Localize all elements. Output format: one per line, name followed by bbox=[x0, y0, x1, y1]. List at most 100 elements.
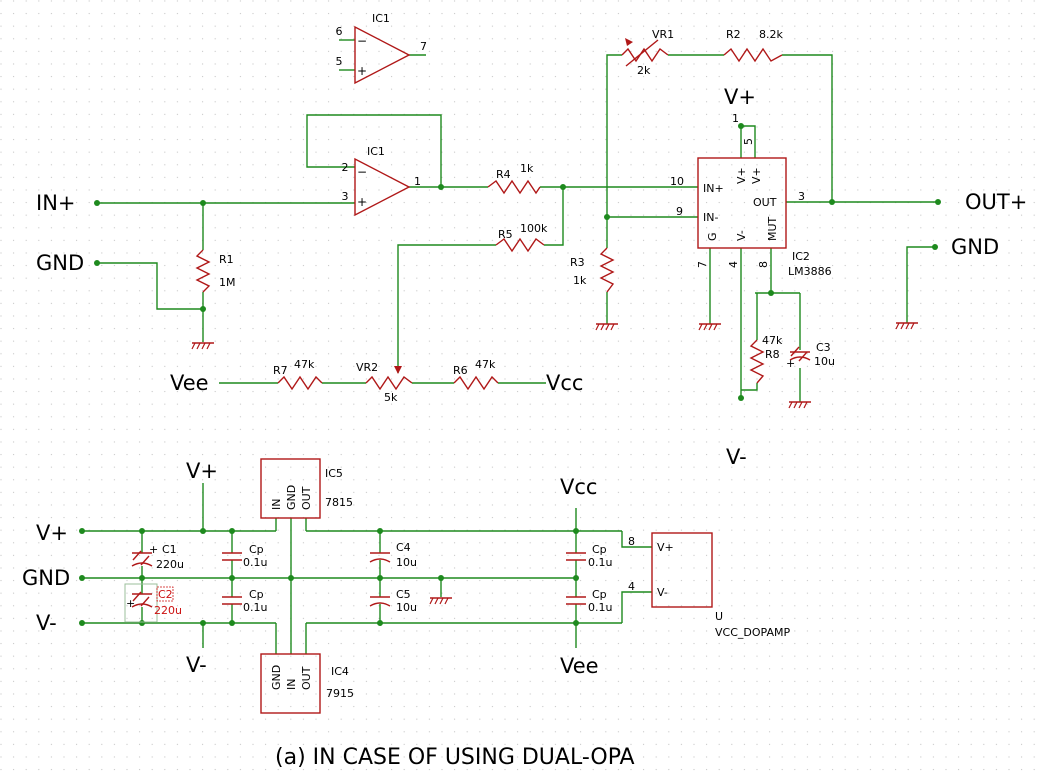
svg-text:V+: V+ bbox=[735, 167, 748, 184]
svg-text:Cp: Cp bbox=[249, 543, 264, 556]
net-ps-gnd-rail: GND bbox=[22, 566, 70, 590]
svg-text:−: − bbox=[357, 165, 367, 179]
capacitor-c5: C5 10u bbox=[369, 588, 417, 614]
svg-text:MUT: MUT bbox=[766, 216, 779, 241]
potentiometer-vr2: VR2 5k bbox=[356, 361, 413, 404]
capacitor-c3: + C3 10u bbox=[786, 341, 835, 370]
svg-text:R1: R1 bbox=[219, 253, 234, 266]
svg-text:8.2k: 8.2k bbox=[759, 28, 783, 41]
capacitor-cp1: Cp 0.1u bbox=[222, 543, 267, 569]
svg-text:VR1: VR1 bbox=[652, 28, 674, 41]
svg-text:47k: 47k bbox=[475, 358, 496, 371]
svg-text:0.1u: 0.1u bbox=[243, 601, 267, 614]
resistor-r3: R3 1k bbox=[570, 247, 615, 293]
net-labels-top: IN+ GND OUT+ GND Vee Vcc V+ V- bbox=[36, 85, 1027, 469]
svg-text:Cp: Cp bbox=[592, 543, 607, 556]
svg-text:C4: C4 bbox=[396, 541, 411, 554]
svg-text:GND: GND bbox=[270, 665, 283, 690]
resistor-r6: R6 47k bbox=[453, 358, 499, 391]
svg-text:VR2: VR2 bbox=[356, 361, 378, 374]
svg-text:IC4: IC4 bbox=[331, 665, 349, 678]
svg-text:C1: C1 bbox=[162, 543, 177, 556]
svg-text:10u: 10u bbox=[396, 601, 417, 614]
svg-text:4: 4 bbox=[727, 261, 740, 268]
svg-text:OUT: OUT bbox=[300, 486, 313, 510]
svg-text:47k: 47k bbox=[294, 358, 315, 371]
svg-text:0.1u: 0.1u bbox=[588, 556, 612, 569]
svg-text:U: U bbox=[715, 610, 723, 623]
wires-top bbox=[97, 54, 938, 402]
ic2-lm3886: 10 9 3 1 5 7 4 8 IN+ IN- OUT V+ V+ G V- … bbox=[670, 112, 832, 278]
svg-text:GND: GND bbox=[285, 485, 298, 510]
svg-text:8: 8 bbox=[628, 535, 635, 548]
svg-text:+: + bbox=[357, 195, 367, 209]
svg-text:IN-: IN- bbox=[703, 211, 718, 224]
ic1a-pin-6: 6 bbox=[336, 25, 343, 38]
net-out-plus: OUT+ bbox=[965, 190, 1027, 214]
resistor-r8: 47k R8 bbox=[749, 334, 783, 384]
net-vcc: Vcc bbox=[546, 371, 583, 395]
svg-text:Cp: Cp bbox=[249, 588, 264, 601]
svg-text:R3: R3 bbox=[570, 256, 585, 269]
capacitor-c2: + C2 220u bbox=[124, 583, 182, 623]
svg-text:V-: V- bbox=[657, 586, 668, 599]
svg-text:R2: R2 bbox=[726, 28, 741, 41]
net-gnd-in: GND bbox=[36, 251, 84, 275]
svg-text:IC2: IC2 bbox=[792, 250, 810, 263]
wires-power bbox=[82, 483, 652, 654]
net-vplus-top: V+ bbox=[724, 85, 756, 109]
net-ps-vee: Vee bbox=[560, 654, 599, 678]
svg-text:R4: R4 bbox=[496, 168, 511, 181]
net-in-plus: IN+ bbox=[36, 191, 76, 215]
svg-text:LM3886: LM3886 bbox=[788, 265, 832, 278]
resistor-r2: R2 8.2k bbox=[723, 28, 783, 63]
svg-text:+: + bbox=[126, 597, 135, 610]
svg-text:3: 3 bbox=[798, 190, 805, 203]
net-ps-vplus-rail: V+ bbox=[36, 521, 68, 545]
net-gnd-out: GND bbox=[951, 235, 999, 259]
capacitor-cp3: Cp 0.1u bbox=[566, 543, 612, 569]
svg-text:G: G bbox=[706, 232, 719, 241]
svg-text:C5: C5 bbox=[396, 588, 411, 601]
svg-text:+: + bbox=[786, 357, 795, 370]
ic1a-pin-5: 5 bbox=[336, 55, 343, 68]
svg-text:Cp: Cp bbox=[592, 588, 607, 601]
net-ps-vminus-bottom: V- bbox=[186, 653, 207, 677]
svg-text:VCC_DOPAMP: VCC_DOPAMP bbox=[715, 626, 790, 639]
svg-text:220u: 220u bbox=[154, 604, 182, 617]
ic1a-pin-7: 7 bbox=[420, 40, 427, 53]
ic1b-pin-1: 1 bbox=[414, 175, 421, 188]
resistor-r7: R7 47k bbox=[273, 358, 323, 391]
svg-text:1k: 1k bbox=[573, 274, 587, 287]
svg-text:47k: 47k bbox=[762, 334, 783, 347]
svg-text:V+: V+ bbox=[657, 541, 674, 554]
svg-text:4: 4 bbox=[628, 580, 635, 593]
ic1b-pin-2: 2 bbox=[342, 161, 349, 174]
capacitor-c1: + C1 220u bbox=[131, 543, 184, 571]
junctions-power bbox=[79, 528, 579, 626]
svg-text:C2: C2 bbox=[158, 588, 173, 601]
svg-text:IN: IN bbox=[270, 499, 283, 510]
svg-text:9: 9 bbox=[676, 205, 683, 218]
svg-text:10u: 10u bbox=[396, 556, 417, 569]
svg-text:1k: 1k bbox=[520, 162, 534, 175]
ic1-opamp-buffer: − + 2 3 1 IC1 bbox=[342, 145, 421, 217]
svg-text:8: 8 bbox=[757, 261, 770, 268]
svg-text:IN: IN bbox=[285, 679, 298, 690]
svg-text:0.1u: 0.1u bbox=[243, 556, 267, 569]
svg-text:100k: 100k bbox=[520, 222, 548, 235]
svg-text:7915: 7915 bbox=[326, 687, 354, 700]
net-ps-vcc: Vcc bbox=[560, 475, 597, 499]
svg-text:IN+: IN+ bbox=[703, 182, 724, 195]
svg-text:220u: 220u bbox=[156, 558, 184, 571]
net-vminus-bottom: V- bbox=[726, 445, 747, 469]
ic4-regulator-7915: GND IN OUT IC4 7915 bbox=[260, 653, 354, 714]
svg-text:10u: 10u bbox=[814, 355, 835, 368]
capacitor-c4: C4 10u bbox=[369, 541, 417, 569]
ic1a-ref: IC1 bbox=[372, 12, 390, 25]
svg-text:7: 7 bbox=[696, 261, 709, 268]
capacitor-cp2: Cp 0.1u bbox=[222, 588, 267, 614]
svg-text:R7: R7 bbox=[273, 364, 288, 377]
svg-text:−: − bbox=[357, 34, 367, 48]
